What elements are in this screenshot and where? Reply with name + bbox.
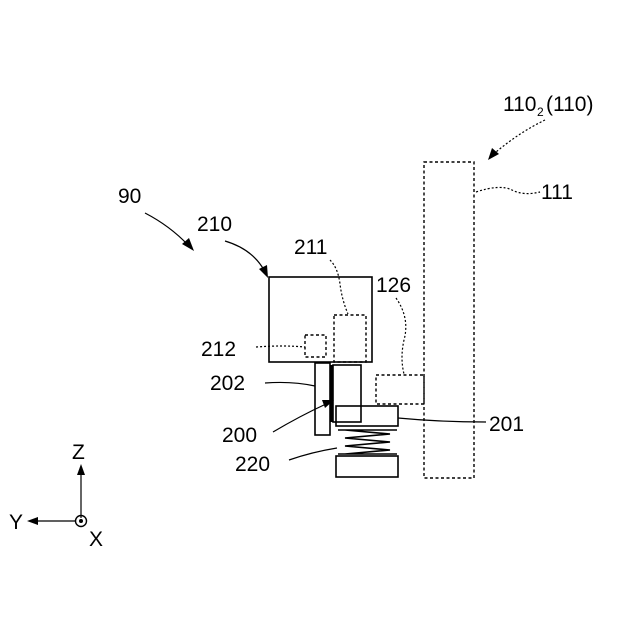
part-201-body xyxy=(336,406,398,426)
label-110-group: 110 2 (110) xyxy=(503,93,593,119)
part-200-contact-strip xyxy=(330,365,333,422)
part-111-outline xyxy=(424,162,474,478)
coordinate-axes: Z Y X xyxy=(9,441,103,551)
label-201: 201 xyxy=(489,413,524,436)
part-211-outline xyxy=(334,315,366,362)
leader-111 xyxy=(476,187,540,193)
leader-210 xyxy=(225,241,264,270)
part-210-body xyxy=(269,277,372,362)
axis-x-label: X xyxy=(89,528,103,551)
arrowhead-110 xyxy=(488,148,499,160)
leader-110 xyxy=(496,120,545,152)
part-220-spring xyxy=(338,430,397,454)
part-202-body xyxy=(315,363,330,435)
axis-z-label: Z xyxy=(72,441,85,464)
x-axis-out-of-plane-dot xyxy=(79,519,83,523)
part-212-outline xyxy=(305,335,326,357)
label-111: 111 xyxy=(541,181,573,204)
label-126: 126 xyxy=(376,274,411,297)
leader-90 xyxy=(145,213,188,245)
label-90: 90 xyxy=(118,185,141,208)
leader-212 xyxy=(256,346,305,347)
leader-211 xyxy=(330,260,348,314)
label-110-paren: (110) xyxy=(546,93,593,116)
arrowhead-210 xyxy=(259,265,268,278)
label-211: 211 xyxy=(294,236,327,259)
part-126-outline xyxy=(376,375,424,404)
label-202: 202 xyxy=(210,372,245,395)
label-110: 110 xyxy=(503,93,536,116)
axis-y-label: Y xyxy=(9,511,23,534)
part-200-body xyxy=(333,365,361,422)
y-axis-arrowhead xyxy=(27,517,38,525)
label-220: 220 xyxy=(235,453,270,476)
label-200: 200 xyxy=(222,424,257,447)
leader-126 xyxy=(396,298,406,374)
label-210: 210 xyxy=(197,213,232,236)
leader-202 xyxy=(265,382,315,386)
z-axis-arrowhead xyxy=(77,464,85,475)
label-110-subscript: 2 xyxy=(537,105,544,119)
leader-200 xyxy=(273,404,326,432)
leader-201 xyxy=(398,418,486,422)
label-212: 212 xyxy=(201,338,236,361)
part-220-base xyxy=(336,456,398,477)
leader-220 xyxy=(289,448,337,460)
